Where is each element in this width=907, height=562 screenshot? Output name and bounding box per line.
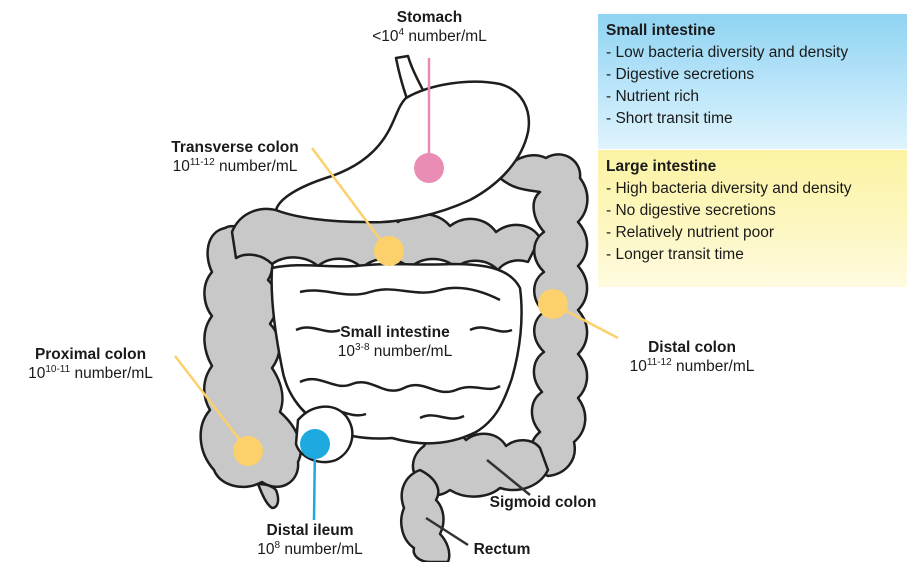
distal-colon-marker — [538, 289, 568, 319]
small-intestine-panel: Small intestine - Low bacteria diversity… — [598, 14, 907, 149]
distal-ileum-name: Distal ileum — [235, 521, 385, 540]
rectum-label: Rectum — [462, 540, 542, 559]
distal-colon-count: 1011-12 number/mL — [612, 357, 772, 376]
transverse-colon-name: Transverse colon — [160, 138, 310, 157]
list-item: - Relatively nutrient poor — [606, 222, 899, 244]
proximal-colon-marker — [233, 436, 263, 466]
large-intestine-panel-list: - High bacteria diversity and density - … — [606, 178, 899, 266]
transverse-colon-count: 1011-12 number/mL — [160, 157, 310, 176]
sigmoid-colon-label: Sigmoid colon — [478, 493, 608, 512]
list-item: - Nutrient rich — [606, 86, 899, 108]
distal-ileum-label: Distal ileum 108 number/mL — [235, 521, 385, 560]
list-item: - High bacteria diversity and density — [606, 178, 899, 200]
proximal-colon-label: Proximal colon 1010-11 number/mL — [8, 345, 173, 384]
stomach-label: Stomach <104 number/mL — [352, 8, 507, 47]
distal-ileum-count: 108 number/mL — [235, 540, 385, 559]
large-intestine-panel-title: Large intestine — [606, 156, 899, 178]
transverse-colon-marker — [374, 236, 404, 266]
distal-colon-label: Distal colon 1011-12 number/mL — [612, 338, 772, 377]
stomach-marker — [414, 153, 444, 183]
appendix — [258, 484, 278, 508]
proximal-colon-count: 1010-11 number/mL — [8, 364, 173, 383]
transverse-colon-label: Transverse colon 1011-12 number/mL — [160, 138, 310, 177]
list-item: - Longer transit time — [606, 244, 899, 266]
large-intestine-panel: Large intestine - High bacteria diversit… — [598, 150, 907, 287]
list-item: - No digestive secretions — [606, 200, 899, 222]
stomach-shape — [276, 56, 529, 222]
list-item: - Digestive secretions — [606, 64, 899, 86]
small-intestine-name: Small intestine — [320, 323, 470, 342]
small-intestine-label: Small intestine 103-8 number/mL — [320, 323, 470, 362]
rectum-name: Rectum — [462, 540, 542, 559]
stomach-count: <104 number/mL — [352, 27, 507, 46]
list-item: - Low bacteria diversity and density — [606, 42, 899, 64]
small-intestine-count: 103-8 number/mL — [320, 342, 470, 361]
proximal-colon-name: Proximal colon — [8, 345, 173, 364]
distal-colon-name: Distal colon — [612, 338, 772, 357]
sigmoid-colon-name: Sigmoid colon — [478, 493, 608, 512]
small-intestine-panel-list: - Low bacteria diversity and density - D… — [606, 42, 899, 130]
list-item: - Short transit time — [606, 108, 899, 130]
stomach-name: Stomach — [352, 8, 507, 27]
distal-ileum-marker — [300, 429, 330, 459]
small-intestine-panel-title: Small intestine — [606, 20, 899, 42]
